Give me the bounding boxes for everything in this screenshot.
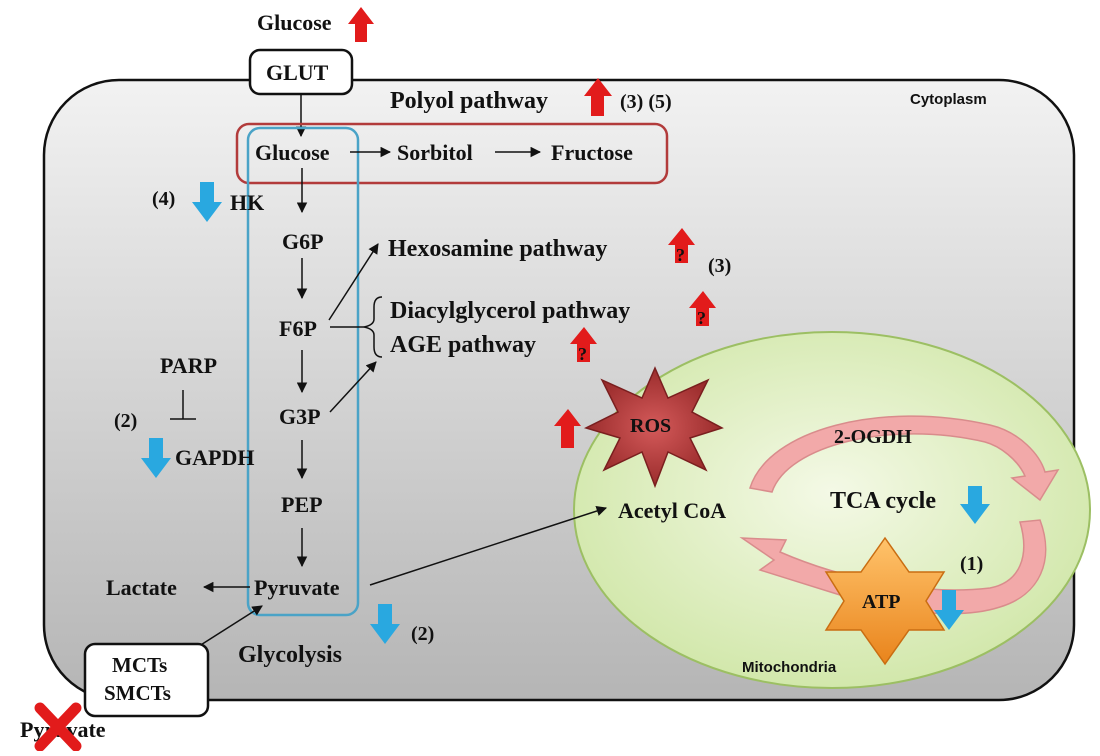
arrow-f6p-to-hexosamine <box>328 243 379 321</box>
polyol-pathway-label: Polyol pathway <box>390 88 548 114</box>
lactate-label: Lactate <box>106 575 177 600</box>
up-arrow-icon <box>554 409 581 448</box>
polyol-references: (3) (5) <box>620 91 672 113</box>
hk-reference: (4) <box>152 188 175 210</box>
atp-reference: (1) <box>960 553 983 575</box>
gapdh-reference: (2) <box>114 410 137 432</box>
pep-label: PEP <box>281 492 323 517</box>
glycolysis-box <box>246 126 360 617</box>
mct-transporter <box>83 642 210 718</box>
age-pathway-label: AGE pathway <box>390 332 536 358</box>
arrow-g3p-to-age <box>329 361 377 413</box>
up-arrow-icon <box>348 7 374 42</box>
acetyl-coa-label: Acetyl CoA <box>618 498 726 523</box>
glycolysis-label: Glycolysis <box>238 642 342 668</box>
polyol-box <box>235 122 669 185</box>
down-arrow-icon <box>370 604 400 644</box>
down-arrow-icon <box>960 486 990 524</box>
star-burst-icon <box>583 366 724 489</box>
glycolysis-reference: (2) <box>411 623 434 645</box>
hexagram-icon <box>824 536 946 666</box>
cycle-arrow-bottom <box>739 519 1047 615</box>
ogdh-label: 2-OGDH <box>834 426 912 448</box>
question-mark-icon: ? <box>676 245 685 265</box>
down-arrow-icon <box>141 438 171 478</box>
glucose-extracellular: Glucose <box>257 10 332 35</box>
down-arrow-icon <box>934 590 964 630</box>
inhibition-icon <box>170 390 196 420</box>
parp-label: PARP <box>160 353 217 378</box>
up-arrow-icon <box>668 228 695 263</box>
hexosamine-pathway-label: Hexosamine pathway <box>388 236 607 262</box>
gapdh-label: GAPDH <box>175 445 254 470</box>
g6p-label: G6P <box>282 229 324 254</box>
glucose-intracellular: Glucose <box>255 140 330 165</box>
g3p-label: G3P <box>279 404 321 429</box>
down-arrow-icon <box>192 182 222 222</box>
hexosamine-reference: (3) <box>708 255 731 277</box>
pyruvate-label: Pyruvate <box>254 575 340 600</box>
arrow-mct-to-pyruvate <box>195 605 263 649</box>
mcts-label: MCTs <box>112 653 167 677</box>
glut-label: GLUT <box>266 60 329 85</box>
ros-label: ROS <box>630 415 671 437</box>
up-arrow-icon <box>570 327 597 362</box>
question-mark-icon: ? <box>697 308 706 328</box>
hk-label: HK <box>230 190 264 215</box>
arrow-pyruvate-to-acetyl-coa <box>369 505 607 586</box>
sorbitol-label: Sorbitol <box>397 140 473 165</box>
up-arrow-icon <box>584 78 612 116</box>
mitochondria-label: Mitochondria <box>742 659 837 676</box>
up-arrow-icon <box>689 291 716 326</box>
cross-icon <box>34 702 82 752</box>
cycle-arrow-top <box>749 415 1060 502</box>
question-mark-icon: ? <box>578 344 587 364</box>
diacylglycerol-pathway-label: Diacylglycerol pathway <box>390 298 630 324</box>
tca-cycle-label: TCA cycle <box>830 488 936 514</box>
cytoplasm-label: Cytoplasm <box>910 91 987 108</box>
smcts-label: SMCTs <box>104 681 171 705</box>
f6p-label: F6P <box>279 316 317 341</box>
atp-label: ATP <box>862 591 901 613</box>
fructose-label: Fructose <box>551 140 633 165</box>
